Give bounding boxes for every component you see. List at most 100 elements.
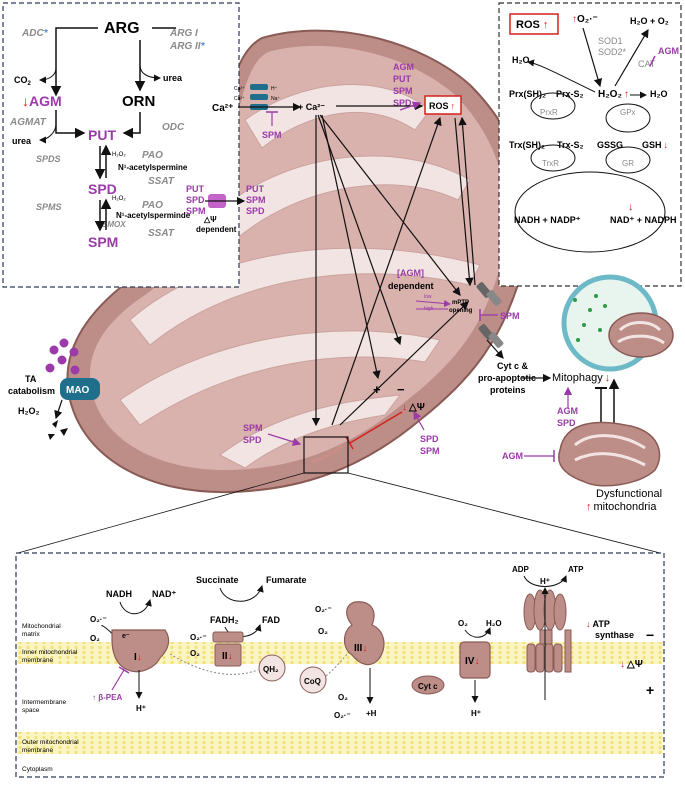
e-1: e⁻ — [122, 633, 130, 640]
ssat2-label: SSAT — [148, 228, 175, 239]
spd-left2-label: SPD — [243, 435, 262, 445]
nadh-label: NADH — [106, 589, 132, 599]
nad-nadph-label: NAD⁺ + NADPH — [610, 215, 677, 225]
h-out-1: H⁺ — [136, 704, 146, 713]
ta-label: TA — [25, 374, 37, 384]
prx-sh-label: Prx(SH)₂ — [509, 89, 546, 99]
zoom-line-right — [347, 472, 661, 554]
agm-pathway-label: ↓AGM — [22, 93, 62, 109]
nadh-nadp-label: NADH + NADP⁺ — [514, 215, 581, 225]
agmat-label: AGMAT — [9, 117, 47, 128]
h-out-4: H⁺ — [471, 709, 481, 718]
spm-right-label: SPM — [246, 195, 266, 205]
sod1-label: SOD1 — [598, 36, 623, 46]
adc-label: ADC* — [21, 28, 49, 39]
cytc-line1: Cyt c & — [497, 361, 529, 371]
o2-radical-3: O₂·⁻ — [315, 605, 332, 614]
put-left-label: PUT — [186, 184, 205, 194]
fadh2-label: FADH₂ — [210, 615, 239, 625]
prxr-label: PrxR — [540, 108, 558, 117]
ros-center-label: ROS↑ — [429, 101, 455, 111]
cytc-line2: pro-apoptotic — [478, 373, 536, 383]
dpsi-dependent-label: dependent — [196, 225, 237, 234]
arg-label: ARG — [104, 20, 140, 37]
h2o-o2-label: H₂O + O₂ — [630, 16, 669, 26]
spm-top-label: SPM — [393, 86, 413, 96]
ca-in-label: Ca²⁺ — [212, 103, 233, 114]
qh2-label: QH₂ — [263, 665, 279, 674]
agm-mitophagy-label: AGM — [557, 406, 578, 416]
etc-plus: + — [646, 682, 654, 698]
catabolism-label: catabolism — [8, 386, 55, 396]
o2-3b: O₂ — [338, 693, 348, 702]
polyamine-pathway-panel: ARG ADC* ARG I ARG II* CO2 urea ↓AGM ORN… — [2, 2, 240, 288]
na-small: Na⁺ — [271, 96, 280, 102]
spm-pathway-label: SPM — [88, 234, 118, 250]
atp-label: ATP — [568, 565, 584, 574]
agm-top-label: AGM — [393, 62, 414, 72]
o2-radical-1: O₂·⁻ — [90, 615, 107, 624]
pao1-label: PAO — [142, 150, 163, 161]
urea-label-2: urea — [12, 136, 32, 146]
succinate-label: Succinate — [196, 575, 239, 585]
gr-label: GR — [622, 159, 634, 168]
h2o-left-label: H₂O — [512, 55, 530, 65]
trx-s-label: Trx-S₂ — [557, 140, 584, 150]
zoom-line-left — [17, 472, 305, 554]
opening-label: opening — [449, 308, 473, 314]
h-out-3: +H — [366, 709, 377, 718]
spd-bottom-label: SPD — [420, 434, 439, 444]
spm-channel-label: SPM — [262, 130, 282, 140]
pao2-label: PAO — [142, 200, 163, 211]
mitophagy-panel: Cyt c & pro-apoptotic proteins Mitophagy… — [478, 274, 674, 513]
o2-radical-3b: O₂·⁻ — [334, 711, 351, 720]
trx-sh-label: Trx(SH)₂ — [509, 140, 545, 150]
n1-acetylspermine-label: N¹-acetylspermine — [118, 163, 188, 172]
put-right-label: PUT — [246, 184, 265, 194]
spds-label: SPDS — [36, 154, 61, 164]
spd-right-label: SPD — [246, 206, 265, 216]
gsh-label: GSH↓ — [642, 140, 668, 150]
mptp-label: mPTP — [452, 300, 469, 306]
h2o-right-label: H₂O — [650, 89, 668, 99]
agm-cat-label: AGM — [658, 46, 679, 56]
odc-label: ODC — [162, 122, 185, 133]
cytoplasm-label: Cytoplasm — [22, 766, 53, 773]
arg2-label: ARG II* — [169, 41, 206, 52]
spd-top-label: SPD — [393, 98, 412, 108]
gssg-label: GSSG — [597, 140, 623, 150]
etc-minus: − — [646, 627, 654, 643]
beta-pea-label: ↑ β-PEA — [92, 693, 122, 702]
ros-antioxidant-panel: ROS↑ ↑O₂·⁻ H₂O + O₂ SOD1 SOD2* CAT AGM H… — [498, 2, 682, 287]
ca-out-label: + Ca²⁻ — [298, 102, 325, 112]
superoxide-label: ↑O₂·⁻ — [572, 14, 598, 25]
o2-1: O₂ — [90, 634, 100, 643]
mao-label: MAO — [66, 385, 90, 396]
calcium-channel: Ca²⁺ H⁺ Ca²⁺ Na⁺ Ca²⁺ + Ca²⁻ SPM — [212, 84, 325, 140]
fad-label: FAD — [262, 615, 281, 625]
prx-s-label: Prx-S₂ — [556, 89, 584, 99]
ca-small-2: Ca²⁺ — [234, 96, 245, 102]
cat-label: CAT — [638, 59, 656, 69]
dependent-label: dependent — [388, 281, 434, 291]
central-signalling: AGM PUT SPM SPD ROS↑ [AGM] dependent low… — [243, 62, 520, 474]
h-small: H⁺ — [271, 86, 278, 92]
low-label: low — [424, 294, 432, 300]
spm-left2-label: SPM — [243, 423, 263, 433]
h-synthase-label: H⁺ — [540, 577, 550, 586]
orn-label: ORN — [122, 93, 155, 110]
arg1-label: ARG I — [169, 28, 198, 39]
dysfunctional-label: Dysfunctional — [596, 488, 662, 500]
mao-catabolism: MAO TA catabolism H₂O₂ — [8, 338, 100, 440]
nad-label: NAD⁺ — [152, 589, 176, 599]
cytc-label: Cyt c — [418, 682, 438, 691]
mitochondria-label: ↑mitochondria — [586, 501, 657, 513]
ros-box-label: ROS↑ — [516, 19, 548, 31]
h2o2-small-1: H₂O₂ — [112, 152, 126, 158]
